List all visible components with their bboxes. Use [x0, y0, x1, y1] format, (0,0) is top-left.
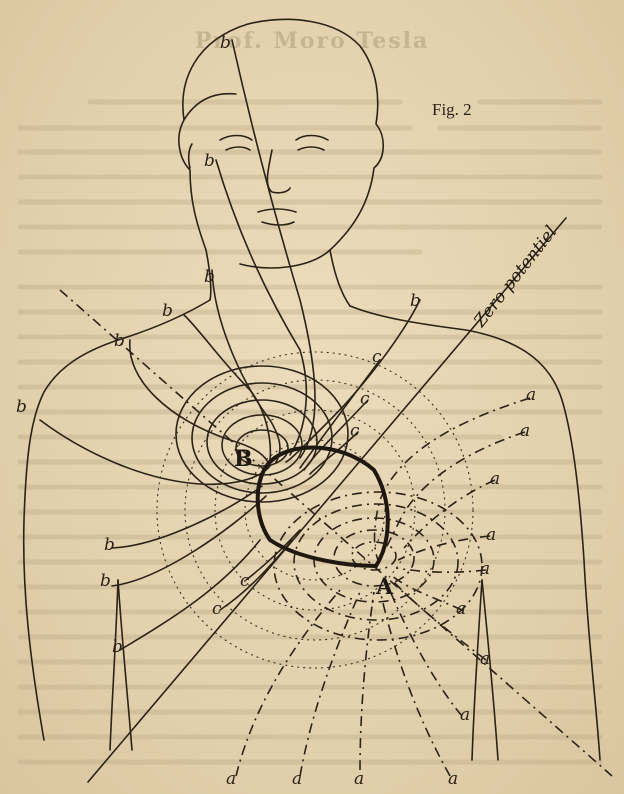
line-label-a: a — [448, 769, 458, 789]
zero-potential-label: Zero potentiel — [470, 222, 562, 332]
line-label-c: c — [240, 571, 250, 591]
line-label-b: b — [204, 267, 215, 287]
axis-line — [60, 290, 612, 776]
line-label-b: b — [220, 33, 231, 53]
line-label-b: b — [410, 291, 421, 311]
heart-label-b: B — [234, 446, 253, 472]
line-label-a: a — [526, 385, 536, 405]
line-label-c: c — [350, 421, 360, 441]
line-label-a: a — [292, 769, 302, 789]
line-label-a: a — [354, 769, 364, 789]
line-label-c: c — [372, 347, 382, 367]
line-label-a: a — [480, 559, 490, 579]
line-label-a: a — [460, 705, 470, 725]
line-label-a: a — [226, 769, 236, 789]
line-label-b: b — [104, 535, 115, 555]
line-label-b: b — [114, 331, 125, 351]
line-label-b: b — [112, 637, 123, 657]
line-label-b: b — [100, 571, 111, 591]
line-label-a: a — [486, 525, 496, 545]
line-label-c: c — [212, 599, 222, 619]
line-label-b: b — [162, 301, 173, 321]
line-label-a: a — [480, 649, 490, 669]
b-field-lines — [40, 40, 420, 650]
line-label-a: a — [490, 469, 500, 489]
torso-outline — [24, 300, 600, 760]
heart-label-a: A — [375, 574, 394, 600]
line-label-a: a — [520, 421, 530, 441]
line-label-c: c — [360, 389, 370, 409]
line-label-b: b — [16, 397, 27, 417]
line-label-a: a — [456, 599, 466, 619]
line-label-b: b — [204, 151, 215, 171]
